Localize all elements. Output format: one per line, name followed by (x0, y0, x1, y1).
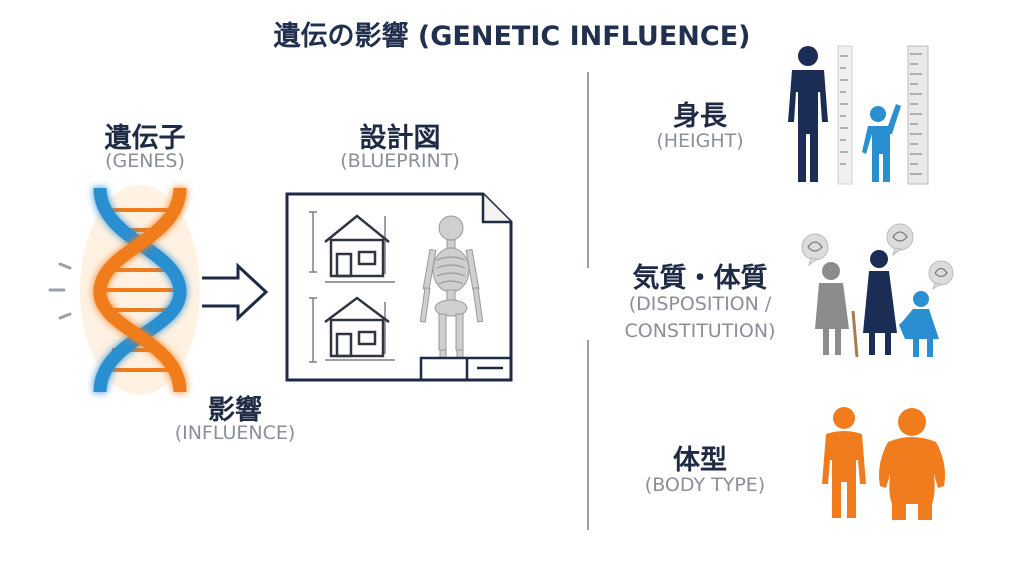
dna-helix-icon (48, 185, 200, 395)
blueprint-label-jp: 設計図 (359, 123, 441, 154)
arrow-right-icon (202, 262, 269, 322)
body-type-label-jp: 体型 (673, 445, 727, 476)
height-comparison-icon (788, 45, 929, 185)
influence-label-jp: 影響 (208, 395, 262, 426)
height-label-jp: 身長 (673, 101, 727, 132)
disposition-label-jp: 気質・体質 (632, 263, 768, 294)
body-type-comparison-icon (822, 407, 945, 520)
blueprint-label-en: (BLUEPRINT) (340, 150, 460, 172)
genes-label-en: (GENES) (105, 150, 185, 172)
body-type-label-en: (BODY TYPE) (644, 474, 766, 496)
divider-line (587, 340, 589, 530)
height-label-en: (HEIGHT) (656, 130, 744, 152)
divider-line (587, 72, 589, 268)
genes-label-jp: 遺伝子 (104, 123, 186, 154)
disposition-label-en-line2: CONSTITUTION) (624, 320, 776, 342)
influence-label-en: (INFLUENCE) (174, 422, 296, 444)
blueprint-document-icon (285, 192, 513, 382)
disposition-label-en-line1: (DISPOSITION / (628, 293, 772, 315)
family-generations-icon (801, 223, 954, 358)
page-title: 遺伝の影響 (GENETIC INFLUENCE) (273, 21, 751, 52)
